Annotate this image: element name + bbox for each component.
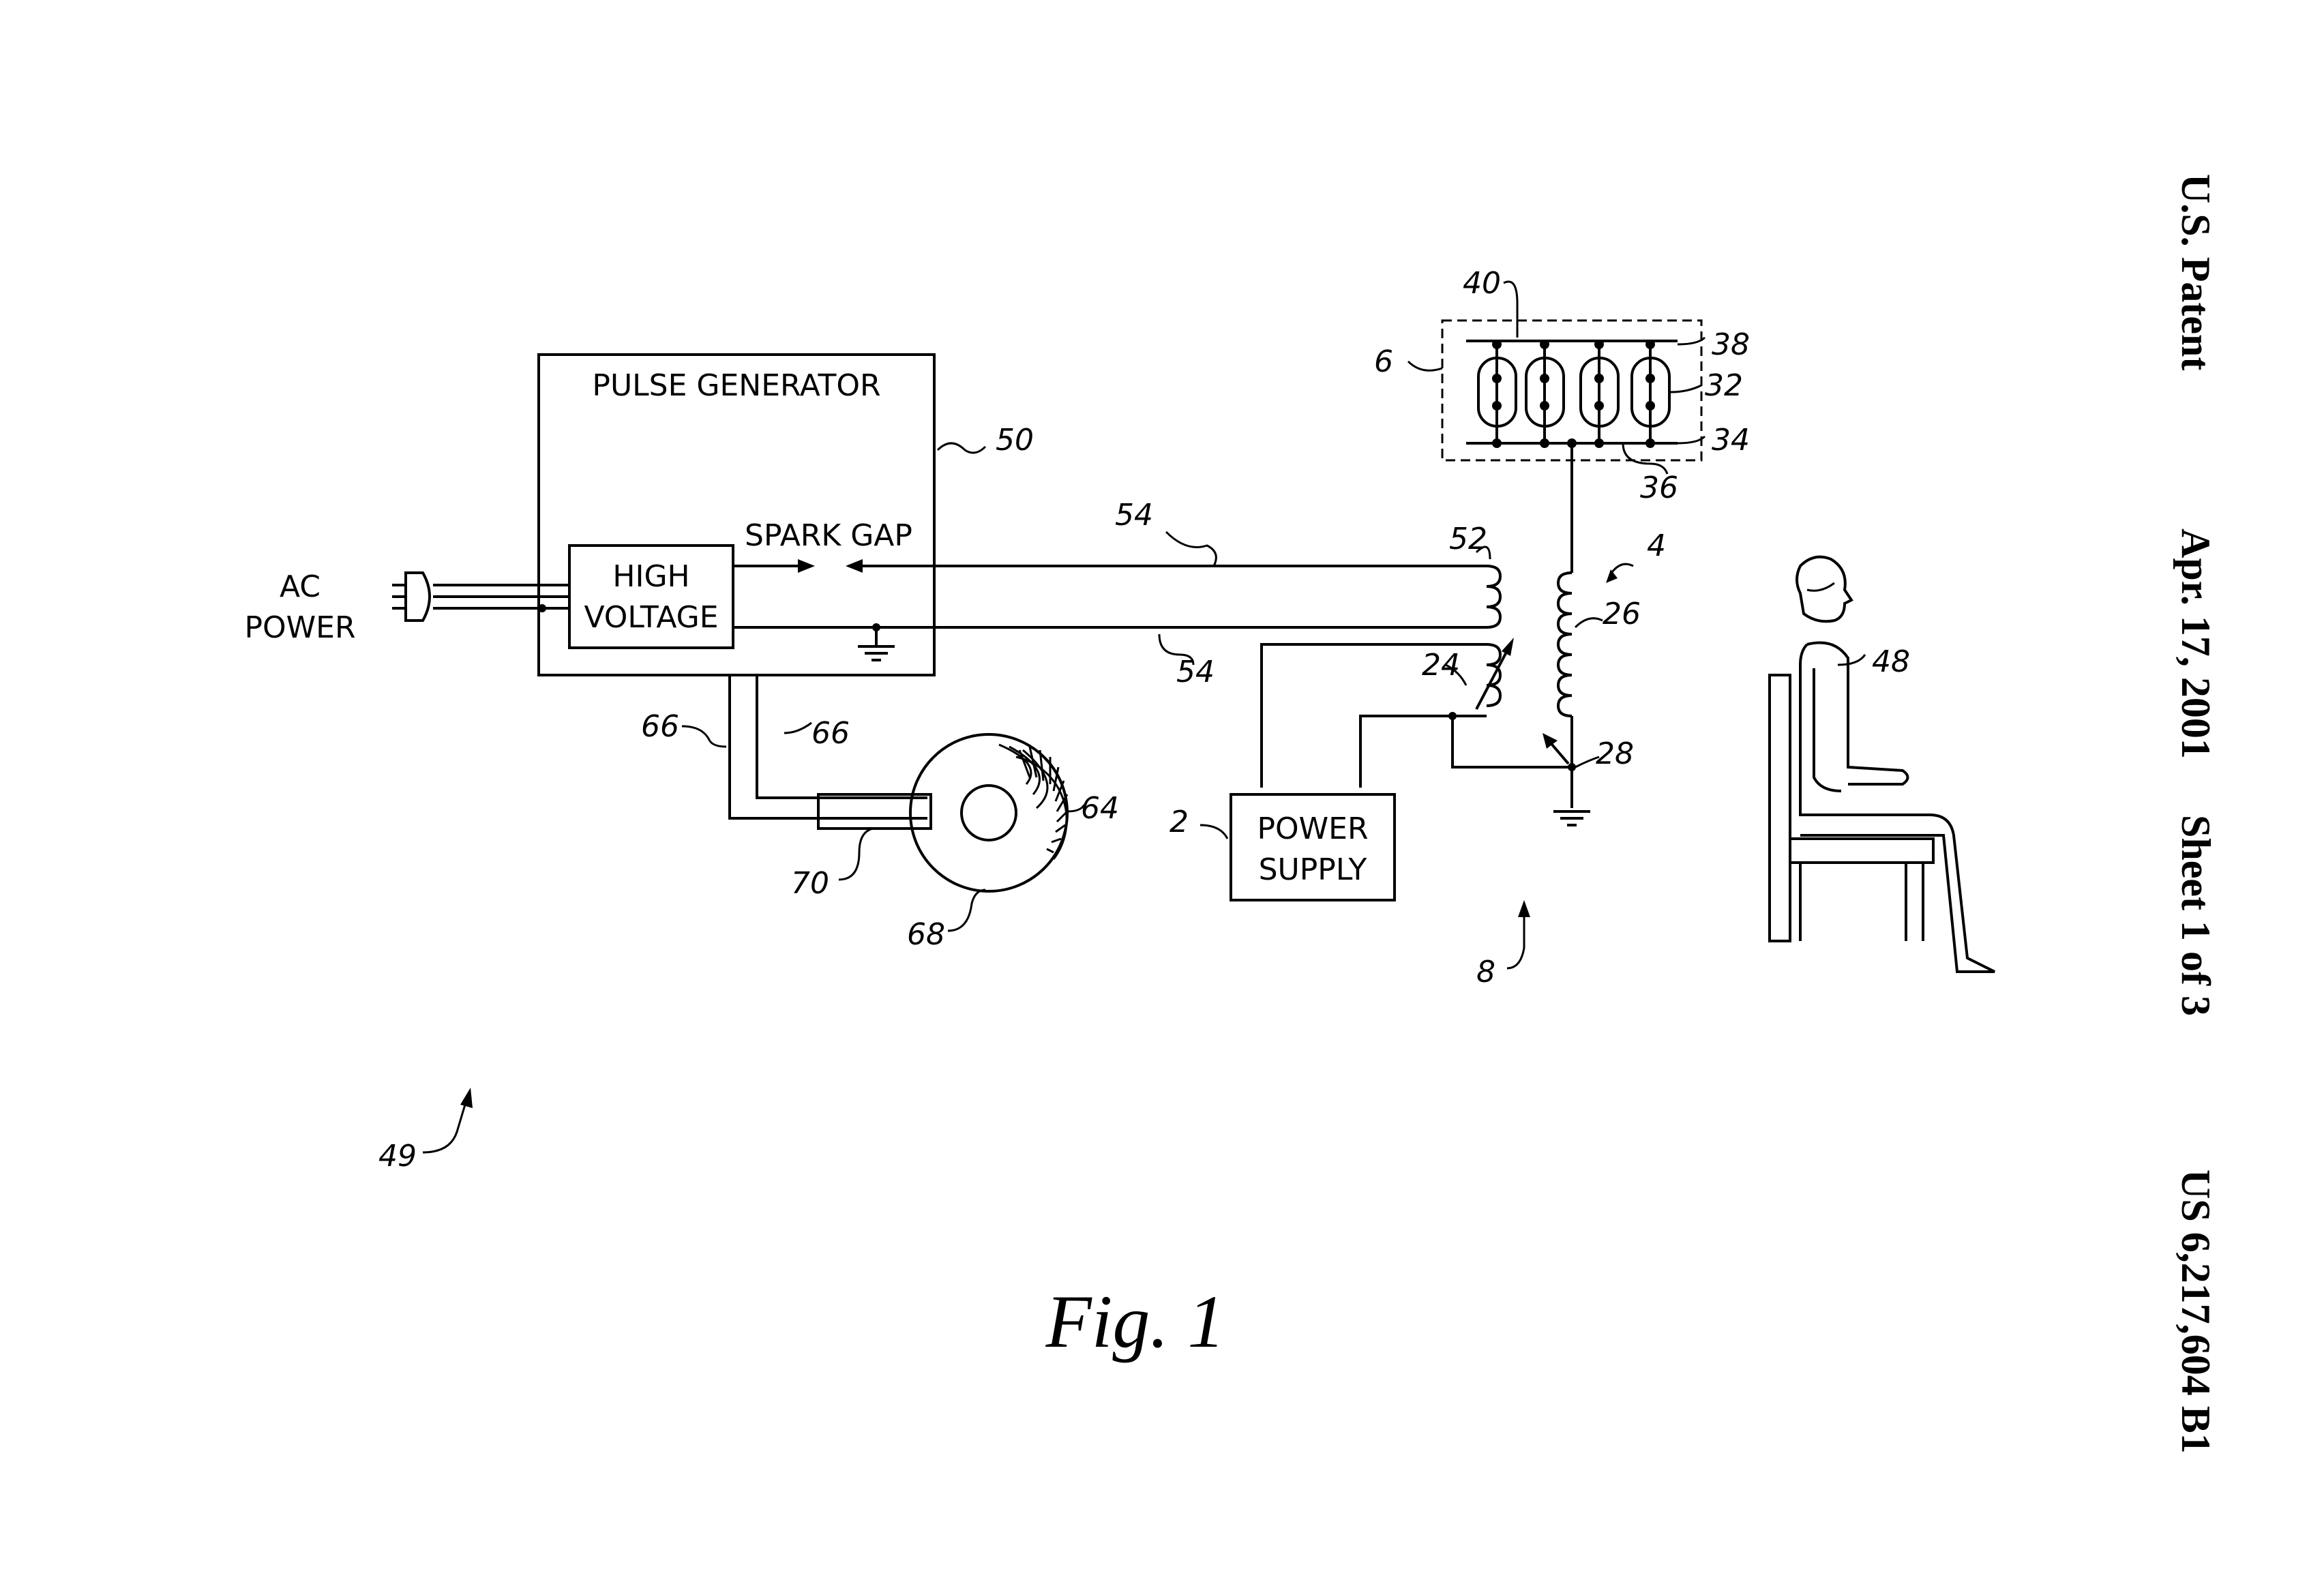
ac-power-plug: AC POWER [244,569,569,645]
figure-caption: Fig. 1 [1045,1280,1225,1363]
ref-70: 70 [791,866,829,901]
ref-64: 64 [1081,791,1119,826]
seated-patient [1770,557,1995,972]
ref-68: 68 [907,917,945,952]
spark-gap-arrow-left [798,559,815,573]
high-voltage-unit: HIGH VOLTAGE [569,546,733,648]
ref-49: 49 [378,1139,417,1174]
ref-2: 2 [1170,805,1189,839]
ground-symbol-generator [858,623,895,660]
coil-26 [1543,447,1576,808]
ref-54-top: 54 [1115,498,1153,533]
ref-48: 48 [1872,644,1910,679]
ref-54-bottom: 54 [1176,655,1215,689]
capacitor-4 [1632,340,1669,448]
capacitor-3 [1581,340,1618,448]
ref-32: 32 [1705,368,1743,403]
patent-date: Apr. 17, 2001 [2173,528,2218,759]
ref-52: 52 [1449,522,1487,556]
ref-26: 26 [1603,597,1641,631]
coil-24 [1262,638,1572,788]
ref-34: 34 [1712,423,1750,458]
power-supply: POWER SUPPLY [1231,794,1395,900]
ref-50: 50 [996,423,1034,458]
ground-symbol-coil [1553,811,1590,825]
patent-sheet: Sheet 1 of 3 [2173,815,2218,1016]
power-supply-label-2: SUPPLY [1259,852,1367,887]
patent-number: US 6,217,604 B1 [2173,1169,2218,1454]
power-supply-label-1: POWER [1257,811,1368,846]
ref-40: 40 [1463,266,1501,301]
ref-24: 24 [1422,648,1460,683]
ref-38: 38 [1712,327,1750,362]
capacitor-2 [1526,340,1564,448]
capacitor-1 [1478,340,1516,448]
spark-gap: SPARK GAP [733,518,1487,573]
ref-28: 28 [1596,736,1634,771]
ref-6: 6 [1374,344,1393,379]
ref-66-left: 66 [641,709,679,744]
patent-header: U.S. Patent Apr. 17, 2001 Sheet 1 of 3 U… [2173,174,2218,1454]
flat-coil-applicator [818,734,1067,891]
ref-8: 8 [1476,955,1495,989]
spark-gap-label: SPARK GAP [745,518,912,553]
ref-36: 36 [1640,471,1678,505]
ref-66-right: 66 [811,716,850,751]
pulse-generator-label: PULSE GENERATOR [592,368,880,403]
ac-label: AC [280,569,321,604]
high-voltage-label-2: VOLTAGE [584,600,718,635]
capacitor-bank [1442,320,1701,460]
power-label: POWER [244,610,355,645]
coil-52 [1487,566,1500,627]
patent-title: U.S. Patent [2173,174,2218,370]
ref-4: 4 [1647,528,1666,563]
high-voltage-label-1: HIGH [612,559,689,594]
